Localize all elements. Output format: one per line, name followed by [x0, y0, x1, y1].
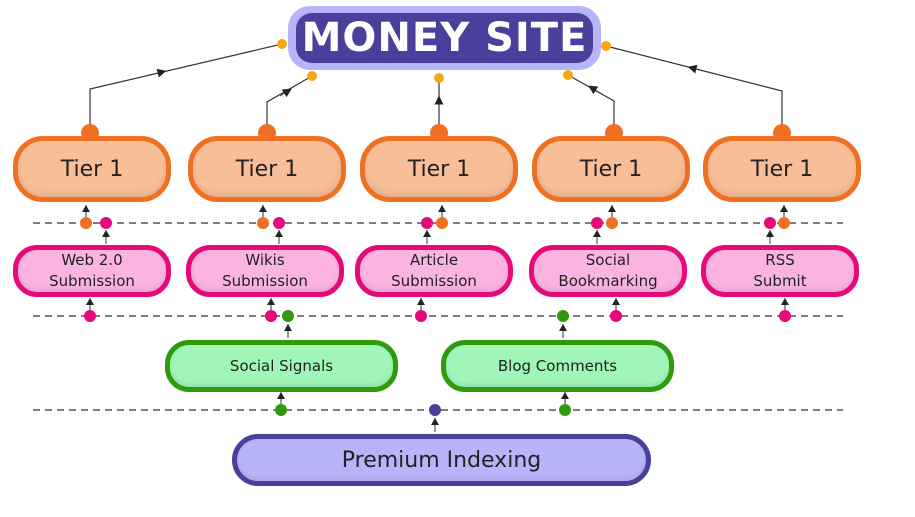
arrow-up-icon: [431, 418, 439, 425]
tier1-label: Tier 1: [235, 156, 299, 182]
connector-t1-2: [266, 75, 313, 131]
connector-dot: [778, 217, 790, 229]
arrow-up-icon: [559, 324, 567, 331]
connector-dot: [557, 310, 569, 322]
tier2-node-web20[interactable]: Web 2.0 Submission: [13, 245, 171, 297]
tier2-label: Article Submission: [391, 251, 477, 290]
arrow-icon: [687, 64, 701, 74]
tier1-label: Tier 1: [407, 156, 471, 182]
tier2-label: RSS Submit: [753, 251, 807, 290]
arrow-up-icon: [561, 392, 569, 399]
connector-dot: [764, 217, 776, 229]
premium-indexing-label: Premium Indexing: [341, 447, 542, 473]
connector-dot: [277, 39, 287, 49]
connector-dot: [610, 310, 622, 322]
tier3-node-social-signals[interactable]: Social Signals: [165, 340, 398, 392]
tier3-node-blog-comments[interactable]: Blog Comments: [441, 340, 674, 392]
arrow-up-icon: [275, 230, 283, 237]
arrow-up-icon: [612, 298, 620, 305]
connector-dot: [591, 217, 603, 229]
tier1-node[interactable]: Tier 1: [703, 136, 861, 202]
arrow-up-icon: [417, 298, 425, 305]
tier2-node-wikis[interactable]: Wikis Submission: [186, 245, 344, 297]
connector-dot: [307, 71, 317, 81]
arrow-icon: [588, 85, 601, 95]
premium-indexing-node[interactable]: Premium Indexing: [232, 434, 651, 486]
money-site-node[interactable]: MONEY SITE: [288, 6, 601, 70]
arrow-up-icon: [82, 205, 90, 212]
arrow-up-icon: [284, 324, 292, 331]
connector-dot: [601, 41, 611, 51]
connector-dot: [80, 217, 92, 229]
tier3-label: Social Signals: [229, 357, 334, 375]
connector-dot: [84, 310, 96, 322]
connector-dot: [434, 73, 444, 83]
arrow-up-icon: [781, 298, 789, 305]
tier2-node-article[interactable]: Article Submission: [355, 245, 513, 297]
tier1-label: Tier 1: [750, 156, 814, 182]
arrow-up-icon: [277, 392, 285, 399]
tier3-label: Blog Comments: [497, 357, 618, 375]
arrow-up-icon: [438, 205, 446, 212]
money-site-title: MONEY SITE: [301, 15, 588, 61]
connector-dot: [415, 310, 427, 322]
connector-dot: [779, 310, 791, 322]
tier2-node-social-bookmarking[interactable]: Social Bookmarking: [529, 245, 687, 297]
tier1-node[interactable]: Tier 1: [13, 136, 171, 202]
connector-t1-1: [89, 43, 283, 131]
connector-dot: [429, 404, 441, 416]
connector-t1-5: [605, 45, 783, 131]
arrow-up-icon: [86, 298, 94, 305]
arrow-up-icon: [766, 230, 774, 237]
connector-dot: [275, 404, 287, 416]
connector-dot: [265, 310, 277, 322]
connector-dot: [100, 217, 112, 229]
connector-dot: [563, 70, 573, 80]
tier1-label: Tier 1: [579, 156, 643, 182]
connector-dot: [421, 217, 433, 229]
arrow-up-icon: [259, 205, 267, 212]
connector-dot: [606, 217, 618, 229]
arrow-up-icon: [102, 230, 110, 237]
arrow-up-icon: [780, 205, 788, 212]
tier1-label: Tier 1: [60, 156, 124, 182]
arrow-up-icon: [267, 298, 275, 305]
connector-dot: [436, 217, 448, 229]
arrow-up-icon: [423, 230, 431, 237]
tier2-label: Wikis Submission: [222, 251, 308, 290]
tier1-node[interactable]: Tier 1: [188, 136, 346, 202]
tier2-label: Social Bookmarking: [558, 251, 658, 290]
arrow-icon: [279, 88, 292, 98]
arrow-up-icon: [608, 205, 616, 212]
connector-t1-4: [567, 74, 615, 131]
arrow-up-icon: [593, 230, 601, 237]
connector-dot: [257, 217, 269, 229]
connector-dot: [559, 404, 571, 416]
tier1-node[interactable]: Tier 1: [532, 136, 690, 202]
arrow-icon: [149, 68, 167, 78]
connector-dot: [273, 217, 285, 229]
tier2-label: Web 2.0 Submission: [49, 251, 135, 290]
connector-dot: [282, 310, 294, 322]
tier2-node-rss[interactable]: RSS Submit: [701, 245, 859, 297]
tier1-node[interactable]: Tier 1: [360, 136, 518, 202]
